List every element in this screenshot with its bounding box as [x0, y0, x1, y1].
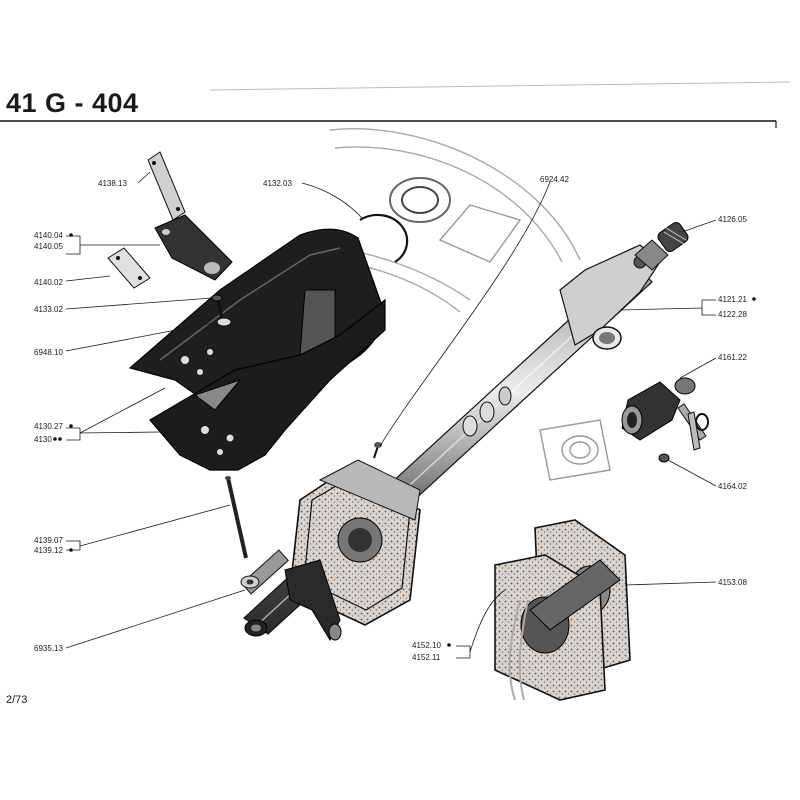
label-4132-03: 4132.03: [263, 179, 292, 188]
bracket-plate-part: [147, 151, 186, 221]
label-4152-10: 4152.10: [412, 641, 441, 650]
label-4161-22: 4161.22: [718, 353, 747, 362]
marker-dot-icon: [69, 424, 73, 428]
lock-nut-part: [658, 453, 670, 463]
label-4121-21: 4121.21: [718, 295, 747, 304]
screw-part: [211, 294, 232, 327]
label-6935-13: 6935.13: [34, 644, 63, 653]
horn-contact-part: [657, 221, 689, 253]
label-4152-11: 4152.11: [412, 653, 441, 662]
nut-part: [240, 575, 260, 589]
column-switch-part: [284, 559, 342, 642]
keys-part: [677, 403, 709, 451]
label-4139-12: 4139.12: [34, 546, 63, 555]
label-4164-02: 4164.02: [718, 482, 747, 491]
leader-lines: [65, 171, 717, 659]
marker-dot-icon: [447, 643, 451, 647]
marker-dot-icon: [69, 233, 73, 237]
splined-shaft-top: [634, 239, 669, 271]
label-4140-05: 4140.05: [34, 242, 63, 251]
label-4153-08: 4153.08: [718, 578, 747, 587]
ignition-lock-part: [621, 377, 696, 441]
label-6948-10: 6948.10: [34, 348, 63, 357]
dashboard-fitting: [539, 419, 611, 481]
gaiter-plate-left-rear: [318, 459, 421, 521]
small-screw-part: [373, 442, 382, 459]
label-4139-07: 4139.07: [34, 536, 63, 545]
label-4126-05: 4126.05: [718, 215, 747, 224]
label-4133-02: 4133.02: [34, 305, 63, 314]
label-6924-42: 6924.42: [540, 175, 569, 184]
label-4130-27: 4130.27: [34, 422, 63, 431]
label-4130: 4130: [34, 435, 52, 444]
spacer-plate-part: [107, 247, 151, 289]
marker-dot-icon: [752, 297, 756, 301]
label-4140-02: 4140.02: [34, 278, 63, 287]
marker-dot-icon: [58, 437, 62, 441]
frame-lines: [0, 81, 791, 128]
part-labels: 4138.13 4140.04 4140.05 4140.02 4133.02 …: [34, 175, 756, 662]
lower-cover-shell: [149, 298, 386, 471]
marker-dot-icon: [53, 437, 57, 441]
label-4122-28: 4122.28: [718, 310, 747, 319]
label-4138-13: 4138.13: [98, 179, 127, 188]
page-number: 2/73: [6, 694, 28, 706]
long-bolt-part: [225, 476, 248, 559]
page-title: 41 G - 404: [6, 88, 139, 118]
gaiter-shaft: [529, 559, 621, 631]
marker-dot-icon: [69, 548, 73, 552]
circlip-part: [359, 213, 409, 263]
label-4140-04: 4140.04: [34, 231, 63, 240]
mounting-block-part: [154, 214, 233, 281]
